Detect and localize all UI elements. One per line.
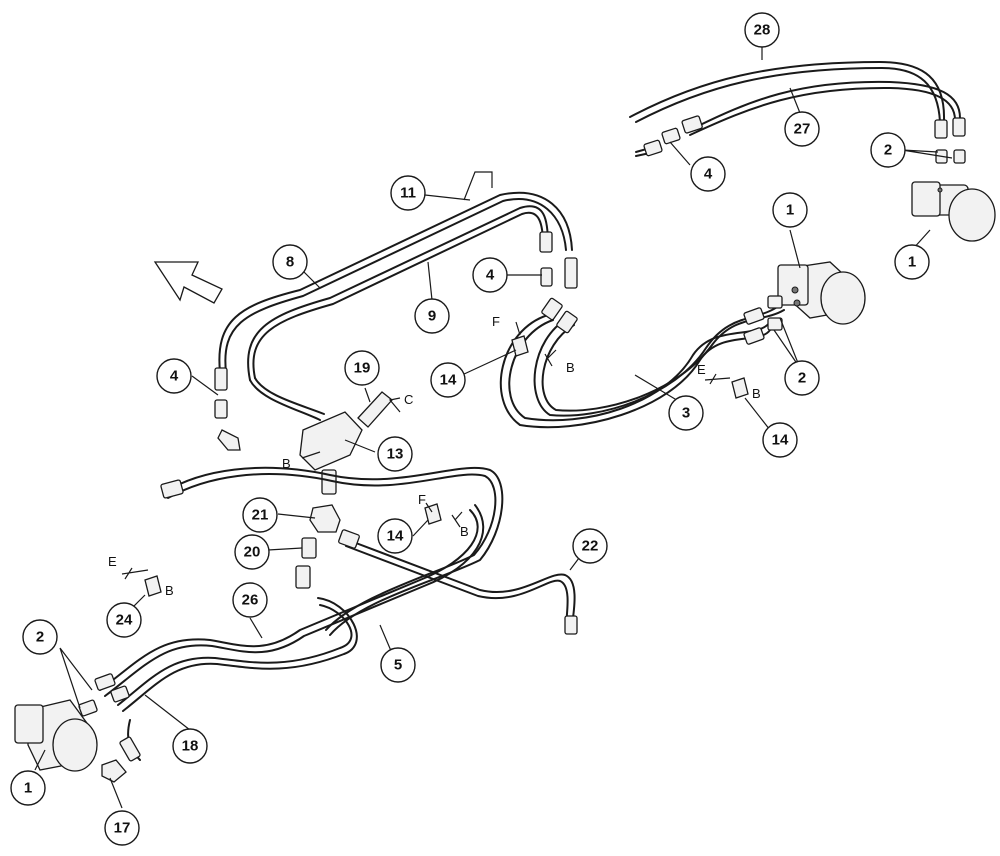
svg-text:26: 26 bbox=[242, 592, 259, 609]
clamp-11 bbox=[463, 171, 493, 201]
svg-text:13: 13 bbox=[387, 446, 404, 463]
callout-27: 27 bbox=[784, 111, 820, 147]
svg-text:9: 9 bbox=[428, 308, 436, 325]
svg-text:21: 21 bbox=[252, 507, 269, 524]
callout-24: 24 bbox=[106, 602, 142, 638]
callout-19: 19 bbox=[344, 350, 380, 386]
callout-9: 9 bbox=[414, 298, 450, 334]
svg-text:5: 5 bbox=[394, 657, 402, 674]
svg-text:3: 3 bbox=[682, 405, 690, 422]
letter-B-middle: B bbox=[460, 524, 469, 539]
svg-text:2: 2 bbox=[798, 370, 806, 387]
callout-4-left: 4 bbox=[156, 358, 192, 394]
callout-5: 5 bbox=[380, 647, 416, 683]
svg-text:20: 20 bbox=[244, 544, 261, 561]
hose-8 bbox=[218, 191, 573, 373]
callout-2-top: 2 bbox=[870, 132, 906, 168]
clamp-14-middle bbox=[424, 503, 442, 525]
callout-3: 3 bbox=[668, 395, 704, 431]
svg-text:8: 8 bbox=[286, 254, 294, 271]
callout-11: 11 bbox=[390, 175, 426, 211]
motor-middle-right bbox=[777, 261, 866, 325]
svg-text:14: 14 bbox=[440, 372, 457, 389]
svg-text:11: 11 bbox=[400, 185, 416, 202]
callout-8: 8 bbox=[272, 244, 308, 280]
svg-text:22: 22 bbox=[582, 538, 599, 555]
callout-1-bottom: 1 bbox=[10, 770, 46, 806]
callout-20: 20 bbox=[234, 534, 270, 570]
callout-2-bottom: 2 bbox=[22, 619, 58, 655]
callout-4-mid: 4 bbox=[472, 257, 508, 293]
hose-27 bbox=[689, 80, 961, 136]
hose-22 bbox=[345, 539, 576, 626]
svg-text:1: 1 bbox=[24, 780, 32, 797]
fittings-lower bbox=[78, 479, 578, 783]
letter-F-middle: F bbox=[418, 492, 426, 507]
callout-2-mid: 2 bbox=[784, 360, 820, 396]
callout-21: 21 bbox=[242, 497, 278, 533]
valve-block-13 bbox=[299, 411, 363, 495]
sleeve-19 bbox=[357, 391, 393, 428]
hose-26 bbox=[99, 504, 485, 697]
callout-14-right: 14 bbox=[762, 422, 798, 458]
hose-9 bbox=[247, 205, 549, 381]
callout-4-top: 4 bbox=[690, 156, 726, 192]
letter-C: C bbox=[404, 392, 413, 407]
svg-text:4: 4 bbox=[704, 166, 713, 183]
svg-text:1: 1 bbox=[786, 202, 794, 219]
letter-B-left: B bbox=[165, 583, 174, 598]
svg-text:4: 4 bbox=[170, 368, 179, 385]
letter-F-upper: F bbox=[492, 314, 500, 329]
letter-B-upper: B bbox=[566, 360, 575, 375]
svg-text:2: 2 bbox=[36, 629, 44, 646]
leader-lines bbox=[34, 42, 953, 809]
callout-18: 18 bbox=[172, 728, 208, 764]
fittings-3 bbox=[541, 295, 783, 345]
hose-5 bbox=[164, 466, 504, 636]
svg-text:2: 2 bbox=[884, 142, 892, 159]
callout-22: 22 bbox=[572, 528, 608, 564]
svg-text:14: 14 bbox=[772, 432, 789, 449]
callout-26: 26 bbox=[232, 582, 268, 618]
callout-28: 28 bbox=[744, 12, 780, 48]
letter-B-right: B bbox=[752, 386, 761, 401]
svg-text:14: 14 bbox=[387, 528, 404, 545]
callout-14-middle: 14 bbox=[377, 518, 413, 554]
letter-B-valve: B bbox=[282, 456, 291, 471]
svg-text:24: 24 bbox=[116, 612, 133, 629]
callout-14-upper: 14 bbox=[430, 362, 466, 398]
clamp-24 bbox=[144, 575, 162, 597]
letter-E-right: E bbox=[697, 362, 706, 377]
callout-1-upper-mid: 1 bbox=[772, 192, 808, 228]
hose-3 bbox=[499, 304, 785, 429]
svg-text:4: 4 bbox=[486, 267, 495, 284]
svg-text:17: 17 bbox=[114, 820, 131, 837]
callout-17: 17 bbox=[104, 810, 140, 846]
callout-1-top: 1 bbox=[894, 244, 930, 280]
svg-text:1: 1 bbox=[908, 254, 916, 271]
svg-text:27: 27 bbox=[794, 121, 811, 138]
svg-text:18: 18 bbox=[182, 738, 199, 755]
motor-top-right bbox=[911, 181, 996, 242]
clamp-14-right bbox=[731, 377, 749, 399]
letter-E-left: E bbox=[108, 554, 117, 569]
direction-arrow-icon bbox=[153, 261, 223, 304]
hose-8-lower bbox=[249, 377, 325, 421]
callout-13: 13 bbox=[377, 436, 413, 472]
svg-text:28: 28 bbox=[754, 22, 771, 39]
svg-text:19: 19 bbox=[354, 360, 371, 377]
fittings-8-9 bbox=[214, 231, 578, 451]
